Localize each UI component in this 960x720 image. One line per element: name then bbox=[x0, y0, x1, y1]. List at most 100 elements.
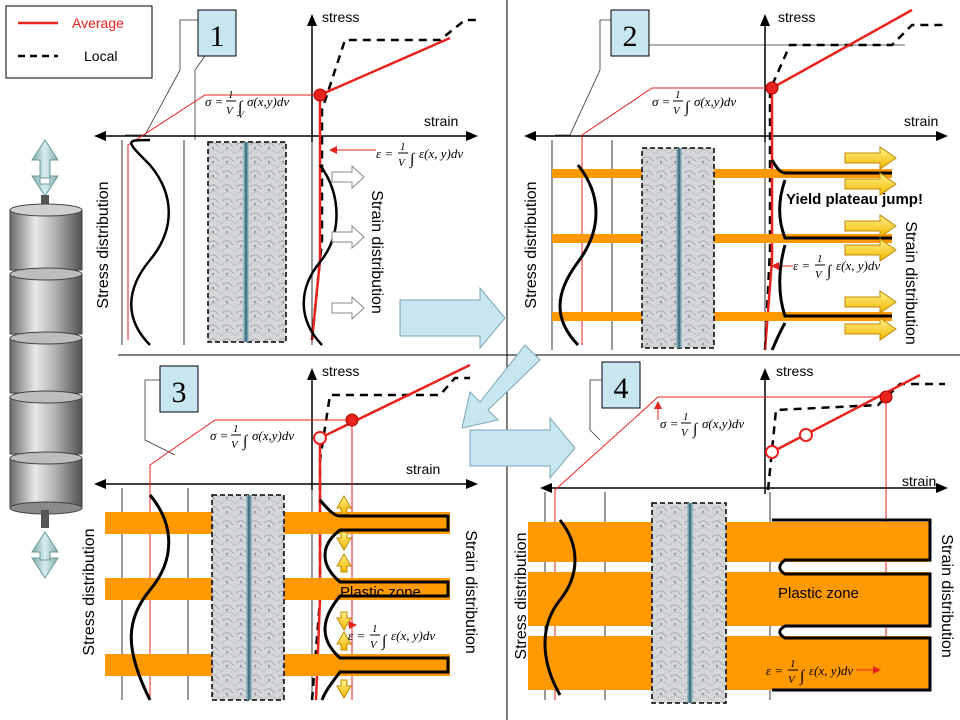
panel-4-stress-formula: σ = 1 V ∫ σ(x,y)dv bbox=[660, 411, 744, 439]
panel-1-local-curve bbox=[310, 18, 480, 341]
panel-3-expansion-arrow bbox=[336, 495, 352, 515]
panel-2-local-curve bbox=[763, 23, 945, 351]
flow-arrow-3-to-4 bbox=[469, 416, 576, 480]
panel-2-number-box bbox=[610, 9, 650, 57]
panel-1-average-curve bbox=[310, 36, 451, 341]
panel-1-stress-distribution-label: Stress distribution bbox=[95, 181, 112, 308]
svg-text:V: V bbox=[673, 105, 681, 117]
svg-text:σ(x,y)dv: σ(x,y)dv bbox=[694, 94, 736, 109]
panel-2-state-point bbox=[765, 81, 779, 95]
svg-text:∫: ∫ bbox=[409, 151, 416, 169]
svg-text:1: 1 bbox=[675, 89, 681, 101]
panel-1-stress-axis-label: stress bbox=[322, 9, 359, 25]
svg-text:1: 1 bbox=[233, 423, 239, 435]
svg-text:ε =: ε = bbox=[348, 628, 365, 643]
panel-3-number: 3 bbox=[172, 376, 187, 409]
svg-text:∫: ∫ bbox=[826, 263, 833, 281]
svg-text:σ(x,y)dv: σ(x,y)dv bbox=[252, 428, 294, 443]
svg-text:ε(x, y)dv: ε(x, y)dv bbox=[809, 663, 853, 678]
svg-text:∫: ∫ bbox=[692, 421, 699, 439]
panel-4-strain-distribution-label: Strain distribution bbox=[938, 534, 955, 658]
svg-text:ε(x, y)dv: ε(x, y)dv bbox=[419, 146, 463, 161]
specimen-cylinder bbox=[9, 139, 83, 579]
panel-2-plastic-band bbox=[552, 169, 892, 178]
legend-local-label: Local bbox=[84, 48, 117, 64]
svg-text:σ =: σ = bbox=[660, 416, 678, 431]
panel-2-stress-distribution-label: Stress distribution bbox=[523, 181, 540, 308]
svg-text:ε =: ε = bbox=[376, 146, 393, 161]
svg-text:∫: ∫ bbox=[684, 99, 691, 117]
svg-text:V: V bbox=[398, 157, 406, 169]
panel-1-number-box bbox=[197, 9, 237, 57]
panel-3-stress-formula: σ = 1 V ∫ σ(x,y)dv bbox=[210, 423, 294, 451]
panel-4-strain-axis-label: strain bbox=[902, 473, 936, 489]
panel-2: 2 stress strain σ = 1 V ∫ σ(x,y)dv ε = 1 bbox=[523, 8, 948, 351]
svg-text:ε(x, y)dv: ε(x, y)dv bbox=[836, 258, 880, 273]
svg-text:V: V bbox=[231, 439, 239, 451]
svg-text:σ(x,y)dv: σ(x,y)dv bbox=[702, 416, 744, 431]
panel-3-stress-distribution-label: Stress distribution bbox=[81, 528, 98, 655]
panel-4-stress-axis-label: stress bbox=[776, 363, 813, 379]
svg-text:1: 1 bbox=[228, 89, 234, 101]
panel-2-number: 2 bbox=[623, 20, 638, 53]
panel-3-number-box bbox=[159, 365, 199, 413]
svg-text:1: 1 bbox=[372, 623, 378, 635]
panel-3-plastic-zone-label: Plastic zone bbox=[340, 584, 421, 601]
svg-text:V: V bbox=[815, 269, 823, 281]
svg-text:V: V bbox=[788, 674, 796, 686]
panel-3-strain-formula: ε = 1 V ∫ ε(x, y)dv bbox=[348, 623, 435, 651]
svg-text:V: V bbox=[238, 110, 245, 120]
svg-text:∫: ∫ bbox=[242, 433, 249, 451]
panel-2-strain-axis-label: strain bbox=[904, 113, 938, 129]
panel-3: 3 stress strain σ = 1 V ∫ σ(x,y)dv bbox=[81, 363, 479, 701]
svg-text:σ(x,y)dv: σ(x,y)dv bbox=[247, 94, 289, 109]
panel-1-strain-axis-label: strain bbox=[424, 113, 458, 129]
panel-1-strain-formula: ε = 1 V ∫ ε(x, y)dv bbox=[376, 141, 463, 169]
svg-text:σ =: σ = bbox=[652, 94, 670, 109]
panel-4-state-point bbox=[879, 390, 893, 404]
panel-1-state-point bbox=[313, 88, 327, 102]
svg-text:1: 1 bbox=[683, 411, 689, 423]
svg-text:σ =: σ = bbox=[205, 94, 223, 109]
svg-text:V: V bbox=[681, 427, 689, 439]
panel-4-strain-formula: ε = 1 V ∫ ε(x, y)dv bbox=[766, 658, 853, 686]
svg-text:ε =: ε = bbox=[793, 258, 810, 273]
panel-1: 1 stress strain σ = 1 V ∫ σ(x,y)dv V ε =… bbox=[94, 9, 480, 346]
flow-arrow-2-to-3 bbox=[461, 344, 541, 429]
panel-4-stress-distribution-label: Stress distribution bbox=[513, 532, 530, 659]
svg-text:ε =: ε = bbox=[766, 663, 783, 678]
panel-2-yield-arrow bbox=[844, 146, 897, 170]
panel-2-strain-formula: ε = 1 V ∫ ε(x, y)dv bbox=[793, 253, 880, 281]
svg-text:V: V bbox=[226, 105, 234, 117]
panel-4-plastic-zone-label: Plastic zone bbox=[778, 585, 859, 602]
svg-text:1: 1 bbox=[817, 253, 823, 265]
panel-3-state-point bbox=[345, 413, 359, 427]
panel-1-stress-formula: σ = 1 V ∫ σ(x,y)dv V bbox=[205, 89, 289, 120]
panel-2-stress-axis-label: stress bbox=[778, 9, 815, 25]
svg-text:∫: ∫ bbox=[381, 633, 388, 651]
panel-3-strain-axis-label: strain bbox=[406, 461, 440, 477]
panel-4-average-curve bbox=[771, 373, 921, 454]
flow-arrow-1-to-2 bbox=[399, 286, 506, 350]
panel-4-number-box bbox=[601, 361, 641, 409]
svg-text:V: V bbox=[370, 639, 378, 651]
panel-2-strain-distribution-label: Strain distribution bbox=[902, 221, 919, 345]
svg-text:∫: ∫ bbox=[799, 668, 806, 686]
svg-text:1: 1 bbox=[400, 141, 406, 153]
panel-2-yield-plateau-annotation: Yield plateau jump! bbox=[786, 191, 923, 208]
panel-4: 4 stress strain σ = 1 V ∫ σ(x,y)dv bbox=[513, 361, 955, 704]
panel-3-stress-axis-label: stress bbox=[322, 363, 359, 379]
svg-text:ε(x, y)dv: ε(x, y)dv bbox=[391, 628, 435, 643]
panel-4-local-curve bbox=[766, 382, 945, 491]
panel-3-strain-distribution-label: Strain distribution bbox=[462, 530, 479, 654]
load-arrow-bottom bbox=[31, 531, 59, 561]
svg-text:σ =: σ = bbox=[210, 428, 228, 443]
panel-4-plastic-band bbox=[528, 522, 930, 562]
panel-1-strain-distribution-label: Strain distribution bbox=[368, 190, 385, 314]
panel-2-stress-formula: σ = 1 V ∫ σ(x,y)dv bbox=[652, 89, 736, 117]
panel-1-number: 1 bbox=[210, 20, 225, 53]
load-arrow-top bbox=[31, 139, 59, 179]
legend-average-label: Average bbox=[72, 15, 124, 31]
